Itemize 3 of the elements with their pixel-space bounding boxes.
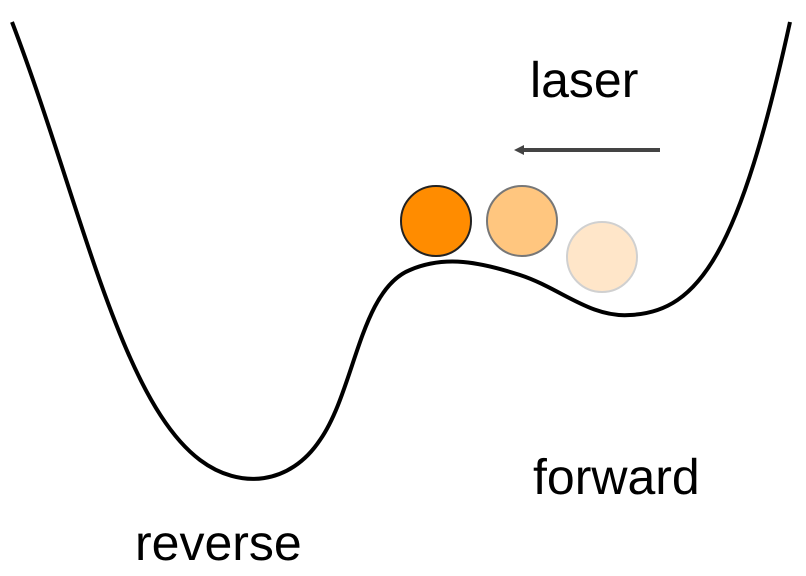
axis-label: reverse [135, 518, 302, 568]
axis-label: forward [533, 452, 700, 502]
axis-label: laser [530, 55, 638, 105]
